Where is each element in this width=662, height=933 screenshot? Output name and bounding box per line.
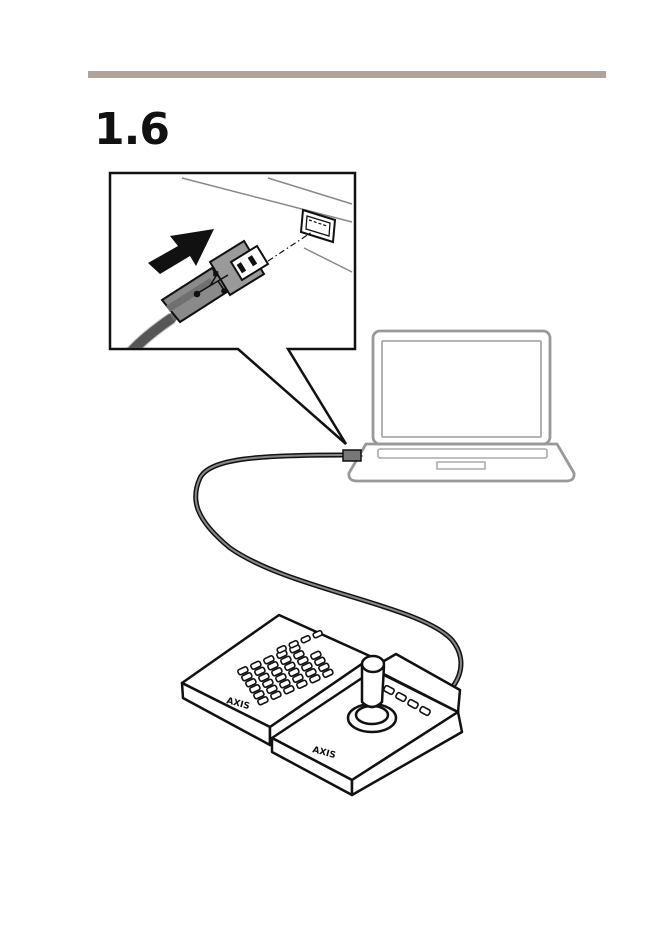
callout-zoom <box>110 173 355 444</box>
laptop <box>349 331 574 481</box>
